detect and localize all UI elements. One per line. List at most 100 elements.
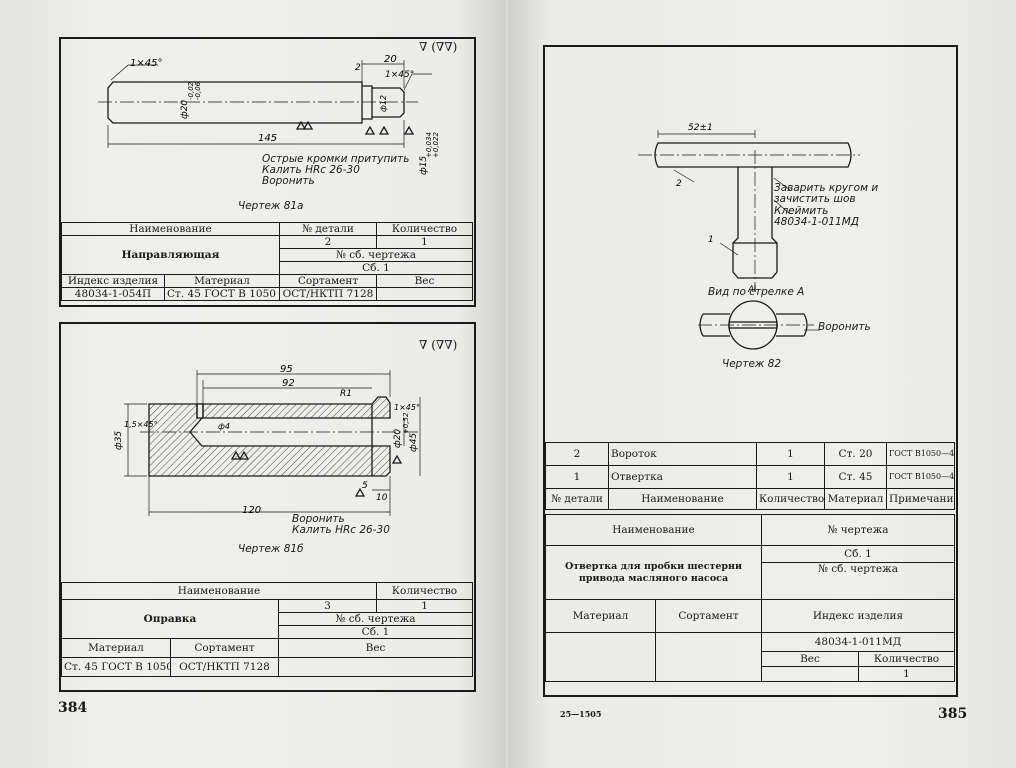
asm-number: Сб. 1	[277, 625, 474, 639]
sortament-value	[655, 632, 762, 682]
dim-dia-20: ф20	[180, 100, 190, 119]
caption-82: Чертеж 82	[722, 358, 782, 370]
dim-dia-35: ф35	[114, 431, 124, 450]
dim-5: 5	[362, 481, 368, 491]
dim-r1: R1	[340, 389, 352, 399]
weight-value	[376, 287, 473, 301]
note-line: зачистить шов	[774, 193, 856, 205]
dim-tol-20: +0,52	[402, 412, 410, 434]
drawing-81a: 1×45° 20 2 1×45° 145 ф20 -0,02 -0,06 ф12…	[98, 54, 440, 175]
sortament-value: ОСТ/НКТП 7128	[170, 657, 279, 677]
h-sortament: Сортамент	[170, 638, 279, 658]
dim-dia-15: ф15	[419, 156, 429, 175]
dim-20: 20	[384, 54, 397, 65]
drawing-82: 52±1 2 1 А	[638, 123, 860, 350]
index-value: 48034-1-054П	[61, 287, 165, 301]
h-asm: № сб. чертежа	[761, 562, 955, 600]
h-material: Материал	[545, 599, 656, 633]
dim-tol-20-top: -0,02	[187, 81, 195, 100]
h-material: Материал	[61, 638, 171, 658]
dim-95: 95	[280, 364, 293, 375]
index-value: 48034-1-011МД	[761, 632, 955, 652]
h-qty: Количество	[858, 651, 955, 667]
view-label: Вид по стрелке А	[708, 286, 805, 298]
right-page: 52±1 2 1 А Заварить кругом и зачистить ш…	[508, 0, 1016, 768]
note-blacken: Воронить	[818, 321, 871, 333]
spec-material: Ст. 20	[824, 442, 887, 466]
part-name: Оправка	[61, 599, 279, 639]
label-2: 2	[676, 179, 682, 189]
note-line: Калить HRc 26-30	[292, 524, 390, 536]
spec-num: 2	[545, 442, 609, 466]
spec-name: Отвертка	[608, 465, 757, 489]
h-qty: Количество	[376, 582, 474, 600]
dim-2: 2	[355, 63, 361, 73]
drawing-81b: 95 92 R1 1×45° 1,5×45° ф4 ф35 ф20 +0,52 …	[114, 364, 421, 516]
caption-81a: Чертеж 81а	[238, 200, 304, 212]
h-drawing: № чертежа	[761, 514, 955, 546]
dim-145: 145	[258, 133, 277, 144]
dim-tol-15-bot: +0,022	[432, 132, 440, 158]
title-block-81b: Наименование Количество Оправка 3 1 № сб…	[60, 582, 474, 677]
spec-h-num: № детали	[545, 488, 609, 510]
roughness-81b: ∇ (∇∇)	[419, 338, 458, 352]
dim-52: 52±1	[688, 123, 713, 133]
note-line: 48034-1-011МД	[774, 216, 859, 228]
part-number: 3	[277, 599, 378, 613]
h-name: Наименование	[60, 582, 378, 600]
note-line: Клеймить	[774, 205, 829, 217]
spec-note: ГОСТ В1050—41	[886, 465, 955, 489]
notes-81a: Острые кромки притупить Калить HRc 26-30…	[262, 154, 409, 187]
drawing-81b-frame	[59, 322, 476, 692]
page-number-right: 385	[938, 706, 968, 722]
product-name-line: Отвертка для пробки шестерни	[564, 560, 743, 572]
dim-tol-20-bot: -0,06	[194, 81, 202, 100]
roughness-81a: ∇ (∇∇)	[419, 40, 458, 54]
weight-value	[761, 666, 859, 682]
drawing-81a-frame	[59, 37, 476, 307]
dim-dia-4: ф4	[218, 422, 230, 431]
spec-qty: 1	[756, 442, 825, 466]
dim-dia-20: ф20	[393, 429, 403, 448]
dim-chamfer-r: 1×45°	[394, 403, 420, 412]
spec-note: ГОСТ В1050—41	[886, 442, 955, 466]
h-sortament: Сортамент	[655, 599, 762, 633]
dim-120: 120	[242, 505, 261, 516]
dim-chamfer-right: 1×45°	[385, 70, 414, 80]
notes-stamp: Клеймить 48034-1-011МД	[774, 206, 859, 228]
product-name-line: привода масляного насоса	[578, 572, 729, 584]
label-1: 1	[708, 235, 714, 245]
product-name: Отвертка для пробки шестерни привода мас…	[545, 545, 762, 600]
dim-chamfer-left: 1×45°	[130, 58, 162, 69]
spec-material: Ст. 45	[824, 465, 887, 489]
notes-weld: Заварить кругом и зачистить шов	[774, 183, 878, 205]
note-line: Воронить	[262, 175, 315, 187]
asm-number: Сб. 1	[761, 545, 955, 563]
spec-qty: 1	[756, 465, 825, 489]
h-weight: Вес	[277, 638, 474, 658]
title-block-81a: Наименование № детали Количество Направл…	[61, 222, 473, 301]
dim-tol-15-top: +0,034	[425, 132, 433, 158]
caption-81b: Чертеж 81б	[238, 543, 304, 555]
note-line: Заварить кругом и	[774, 182, 879, 194]
dim-10: 10	[376, 493, 388, 503]
spec-name: Вороток	[608, 442, 757, 466]
spec-table: 2 Вороток 1 Ст. 20 ГОСТ В1050—41 1 Отвер…	[545, 442, 955, 510]
part-qty: 1	[376, 599, 474, 613]
notes-81b: Воронить Калить HRc 26-30	[292, 514, 390, 536]
spec-num: 1	[545, 465, 609, 489]
material-value	[545, 632, 656, 682]
title-block-82: Наименование № чертежа Отвертка для проб…	[545, 514, 955, 682]
spec-h-note: Примечание	[886, 488, 955, 510]
note-line: Калить HRc 26-30	[262, 164, 360, 176]
h-asm: № сб. чертежа	[277, 612, 474, 626]
h-weight: Вес	[761, 651, 859, 667]
note-line: Острые кромки притупить	[262, 153, 410, 165]
dim-dia-12: ф12	[379, 95, 388, 112]
h-name: Наименование	[545, 514, 762, 546]
dim-92: 92	[282, 378, 295, 389]
spec-h-name: Наименование	[608, 488, 757, 510]
drawing-82-frame	[543, 45, 958, 697]
left-page: ∇ (∇∇) 1×45° 20 2 1×45° 145 ф	[0, 0, 506, 768]
material-value: Ст. 45 ГОСТ В 1050 - 41	[61, 657, 171, 677]
